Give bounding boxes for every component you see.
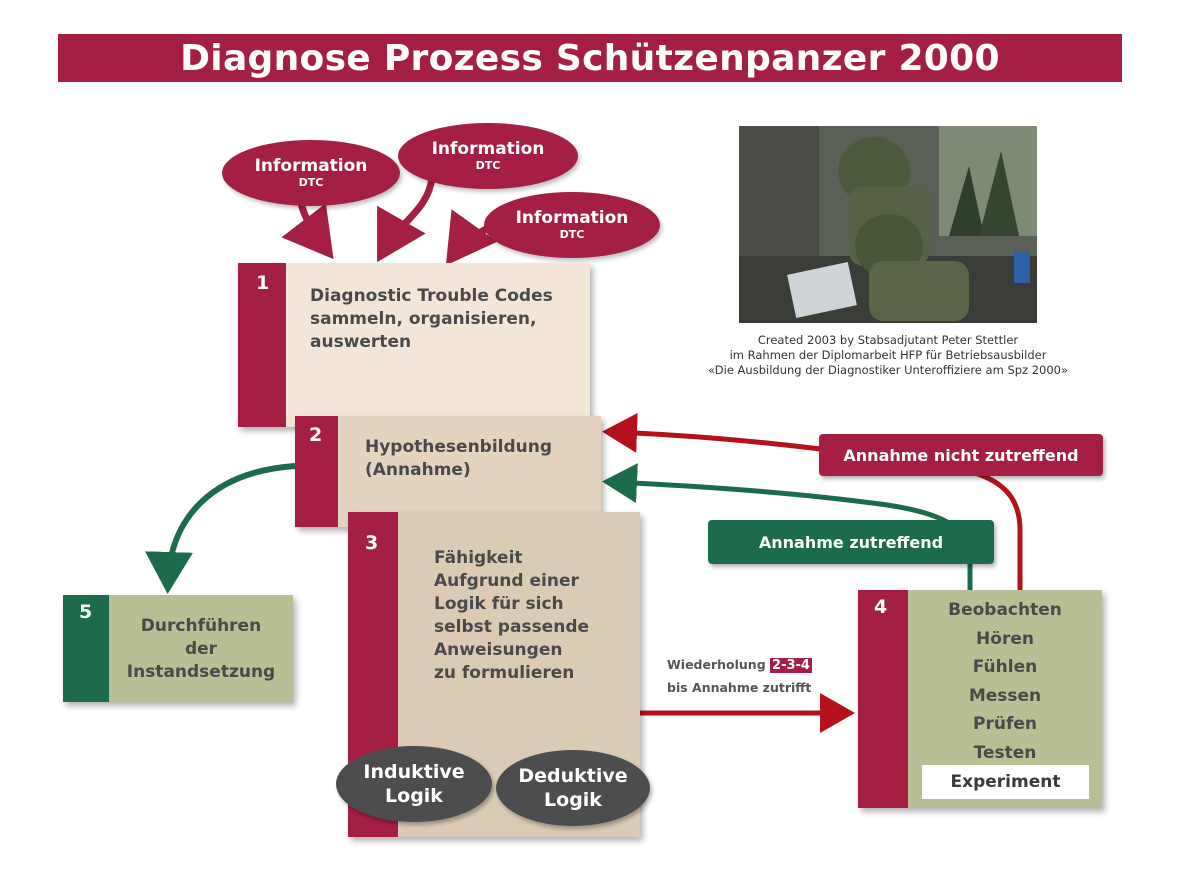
oval-line: Deduktive (518, 765, 628, 787)
step-3-line: Aufgrund einer (434, 571, 579, 591)
step-4-item: Testen (973, 742, 1037, 763)
repeat-prefix: Wiederholung (667, 657, 766, 672)
step-3-number: 3 (365, 532, 379, 554)
arrow-to-step5 (144, 463, 296, 594)
info-bubble-label: Information (431, 139, 545, 159)
info-bubble-sub: DTC (298, 176, 324, 189)
step-5-card: 5 Durchführen der Instandsetzung (63, 595, 293, 702)
step-4-number: 4 (874, 596, 888, 618)
step-5-line: Durchführen (140, 616, 262, 636)
step-1-line: sammeln, organisieren, (310, 309, 537, 329)
step-4-item: Hören (976, 628, 1034, 649)
step-1-text: Diagnostic Trouble Codes sammeln, organi… (310, 285, 553, 354)
oval-line: Induktive (363, 761, 465, 783)
caption-line: im Rahmen der Diplomarbeit HFP für Betri… (729, 348, 1047, 362)
annahme-zutreffend-label: Annahme zutreffend (708, 520, 994, 564)
step-4-list: Beobachten Hören Fühlen Messen Prüfen Te… (908, 596, 1102, 767)
experiment-box: Experiment (922, 765, 1089, 799)
step-1-strip (238, 263, 286, 427)
info-bubble-sub: DTC (475, 159, 501, 172)
step-4-strip (858, 590, 908, 808)
oval-line: Logik (544, 789, 602, 811)
step-1-card: 1 Diagnostic Trouble Codes sammeln, orga… (238, 263, 590, 427)
caption-line: Created 2003 by Stabsadjutant Peter Stet… (757, 333, 1019, 347)
photo-caption: Created 2003 by Stabsadjutant Peter Stet… (690, 333, 1086, 378)
step-4-item: Beobachten (948, 600, 1062, 620)
info-bubble-2: Information DTC (398, 123, 578, 189)
info-arrow-2 (377, 177, 436, 263)
step-2-card: 2 Hypothesenbildung (Annahme) (295, 416, 601, 527)
step-3-line: zu formulieren (434, 663, 575, 683)
caption-line: «Die Ausbildung der Diagnostiker Unterof… (707, 363, 1069, 377)
step-5-text: Durchführen der Instandsetzung (109, 615, 293, 684)
repeat-badge: 2-3-4 (770, 658, 812, 673)
step-2-line: (Annahme) (365, 460, 471, 480)
soldiers-photo (739, 126, 1037, 323)
repeat-note: Wiederholung 2-3-4 bis Annahme zutrifft (667, 654, 812, 699)
step-3-line: Logik für sich (434, 594, 564, 614)
oval-line: Logik (385, 785, 443, 807)
info-arrow-1 (281, 199, 334, 260)
info-bubble-sub: DTC (559, 228, 585, 241)
step-2-strip (295, 416, 338, 527)
step-2-line: Hypothesenbildung (365, 437, 553, 457)
step-3-line: Anweisungen (434, 640, 563, 660)
step-4-item: Messen (968, 685, 1042, 706)
info-bubble-3: Information DTC (484, 192, 660, 258)
info-bubble-label: Information (515, 208, 629, 228)
step-3-line: selbst passende (434, 617, 590, 637)
step-1-number: 1 (256, 272, 270, 294)
step-1-line: Diagnostic Trouble Codes (310, 286, 553, 306)
step-4-item: Prüfen (973, 714, 1037, 734)
step-2-number: 2 (309, 424, 323, 446)
inductive-logic-oval: Induktive Logik (336, 746, 492, 822)
repeat-line2: bis Annahme zutrifft (667, 680, 812, 695)
step-4-item: Fühlen (972, 657, 1038, 677)
info-bubble-label: Information (254, 156, 368, 176)
annahme-nicht-zutreffend-label: Annahme nicht zutreffend (819, 434, 1103, 476)
step-3-text: Fähigkeit Aufgrund einer Logik für sich … (434, 547, 589, 685)
step-5-line: der (184, 639, 218, 659)
step-4-card: 4 Beobachten Hören Fühlen Messen Prüfen … (858, 590, 1102, 808)
info-bubble-1: Information DTC (222, 140, 400, 206)
page-title: Diagnose Prozess Schützenpanzer 2000 (58, 34, 1122, 82)
photo-illustration (739, 126, 1037, 323)
step-5-number: 5 (79, 601, 93, 623)
deductive-logic-oval: Deduktive Logik (496, 750, 650, 826)
step-5-strip (63, 595, 109, 702)
step-1-line: auswerten (310, 332, 412, 352)
step-3-line: Fähigkeit (434, 548, 523, 568)
step-5-line: Instandsetzung (126, 662, 276, 682)
step-2-text: Hypothesenbildung (Annahme) (365, 436, 552, 482)
